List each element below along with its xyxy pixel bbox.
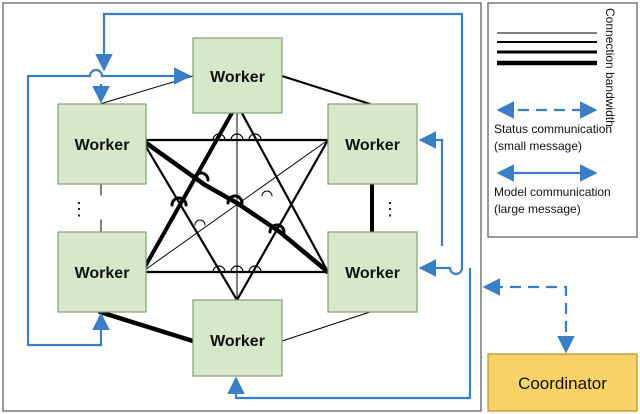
- hop-lower-mid-2: [261, 190, 273, 197]
- legend-model-line1: Model communication: [494, 185, 611, 199]
- connection-lines: [97, 74, 374, 344]
- worker-top-node[interactable]: Worker: [192, 37, 283, 114]
- legend-model-line2: (large message): [494, 202, 581, 216]
- hop-bottom-3: [248, 265, 262, 273]
- hop-top-1: [212, 133, 226, 141]
- legend-status-line1: Status communication: [494, 122, 612, 136]
- coordinator-label: Coordinator: [518, 374, 607, 393]
- ellipsis-right: ⋮: [381, 199, 399, 219]
- worker-nodes: Worker Worker Worker Worker Worker Worke…: [57, 37, 418, 377]
- star-up-left: [140, 102, 239, 274]
- hop-top-2: [230, 133, 244, 141]
- star-down-right: [235, 138, 330, 302]
- worker-upper-right-label: Worker: [345, 137, 400, 154]
- star-up-right: [235, 102, 330, 274]
- legend-bandwidth-label: Connection bandwidth: [603, 8, 617, 127]
- hop-right-mid: [268, 223, 286, 234]
- arrow-bottom-loop: [227, 268, 472, 400]
- worker-lower-left-label: Worker: [75, 265, 130, 282]
- link-top-upper-left: [99, 75, 194, 105]
- arrow-into-lower-right: [418, 259, 464, 277]
- coordinator-node[interactable]: Coordinator: [487, 353, 638, 412]
- arrow-coordinator-link: [482, 278, 575, 354]
- worker-upper-right-node[interactable]: Worker: [327, 103, 418, 185]
- worker-bottom-label: Worker: [210, 333, 265, 350]
- link-bottom-lower-right: [281, 311, 371, 342]
- hop-left-mid: [170, 196, 188, 207]
- worker-bottom-node[interactable]: Worker: [192, 299, 283, 377]
- arrow-left-bottom-loop: [26, 232, 110, 347]
- hop-top-3: [248, 133, 262, 141]
- worker-lower-right-label: Worker: [345, 265, 400, 282]
- hop-bottom-2: [230, 265, 244, 273]
- arrow-into-upper-right: [418, 131, 444, 246]
- worker-lower-right-node[interactable]: Worker: [327, 231, 418, 313]
- hop-upper-center: [192, 171, 210, 182]
- arrow-top-loop: [95, 12, 464, 268]
- star-down-left: [140, 138, 239, 302]
- arrow-left-to-top: [26, 67, 192, 232]
- worker-upper-left-label: Worker: [75, 137, 130, 154]
- thick-diagonal-ul-lr: [139, 137, 331, 275]
- worker-upper-left-node[interactable]: Worker: [57, 103, 147, 185]
- hop-bottom-1: [212, 265, 226, 273]
- link-bottom-lower-left: [97, 309, 196, 344]
- thin-diagonal-ll-ur: [141, 139, 329, 273]
- blue-arrows: [26, 12, 575, 400]
- hop-center-mid: [226, 194, 244, 205]
- ellipsis-left: ⋮: [70, 199, 88, 219]
- legend-status-line2: (small message): [494, 139, 582, 153]
- legend-frame: [487, 2, 638, 238]
- worker-top-label: Worker: [210, 69, 265, 86]
- hop-lower-mid-1: [194, 219, 206, 226]
- link-top-upper-right: [280, 74, 372, 106]
- legend: Connection bandwidth Status communicatio…: [494, 8, 617, 216]
- worker-lower-left-node[interactable]: Worker: [57, 231, 147, 313]
- cluster-frame: [2, 2, 482, 412]
